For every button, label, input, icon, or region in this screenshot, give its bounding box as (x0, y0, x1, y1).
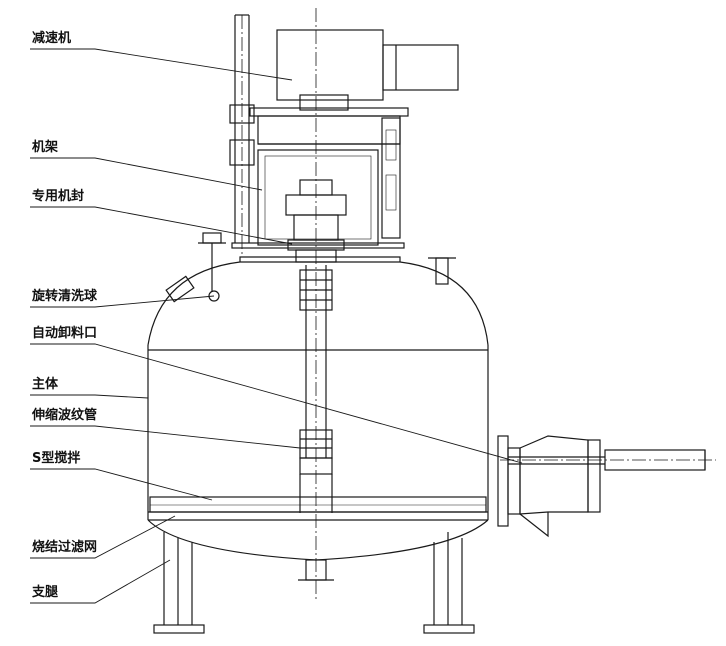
leader-lines (30, 48, 523, 604)
label-s-agitator: S型搅拌 (32, 451, 81, 466)
center-lines (241, 8, 716, 600)
leader-sintered-mesh (30, 515, 176, 559)
vessel-body (147, 256, 489, 561)
upper-bellows (299, 269, 333, 311)
leader-frame (30, 157, 263, 191)
cleaning-ball-assembly (165, 232, 226, 303)
leader-main-body (30, 394, 149, 399)
lower-bellows (299, 429, 333, 459)
bottom-nozzle (298, 559, 334, 581)
label-frame: 机架 (32, 140, 59, 155)
frame-structure (231, 107, 409, 249)
top-nozzle (428, 257, 456, 285)
leader-mech-seal (30, 206, 293, 245)
label-main-body: 主体 (32, 377, 59, 392)
leader-auto-discharge (30, 343, 523, 464)
leader-reducer (30, 48, 293, 81)
leader-legs (30, 559, 171, 604)
label-bellows: 伸缩波纹管 (32, 408, 98, 423)
label-mech-seal: 专用机封 (32, 189, 85, 204)
label-cleaning-ball: 旋转清洗球 (32, 289, 98, 304)
leader-s-agitator (30, 468, 213, 501)
lifting-column (229, 14, 255, 243)
gear-reducer (276, 29, 459, 111)
discharge-port (497, 435, 706, 538)
agitator-shaft (305, 265, 327, 458)
mechanical-seal (285, 179, 347, 263)
leader-cleaning-ball (30, 295, 215, 308)
label-legs: 支腿 (32, 585, 59, 600)
support-legs (153, 532, 475, 634)
sintered-mesh-plate (149, 496, 487, 513)
label-sintered-mesh: 烧结过滤网 (32, 540, 98, 555)
leader-bellows (30, 425, 301, 449)
equipment-drawing (30, 8, 716, 634)
label-reducer: 减速机 (32, 31, 72, 46)
label-auto-discharge: 自动卸料口 (32, 326, 98, 341)
